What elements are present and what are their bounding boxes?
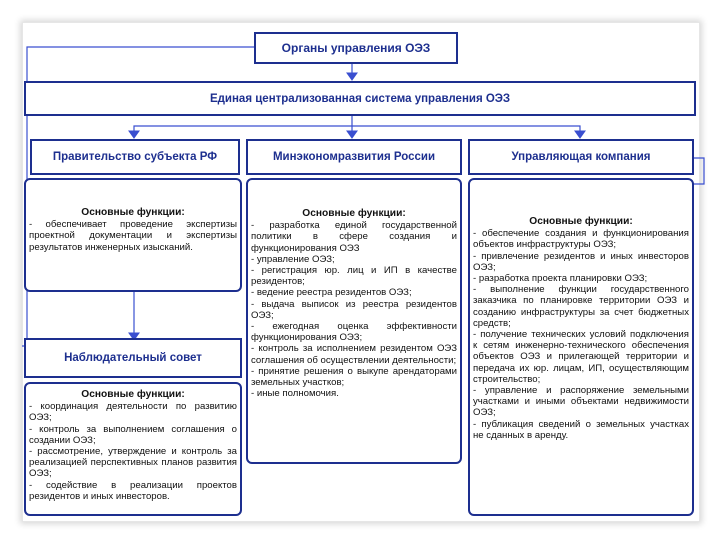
list-item: - управление и распоряжение земельными у… — [473, 385, 689, 419]
central-system-bar: Единая централизованная система управлен… — [24, 81, 696, 116]
council-functions-heading: Основные функции: — [81, 389, 185, 400]
company-functions-box: Основные функции: - обеспечение создания… — [468, 178, 694, 516]
list-item: - координация деятельности по развитию О… — [29, 401, 237, 424]
list-item: - принятие решения о выкупе арендаторами… — [251, 365, 457, 389]
arrow-to-government — [128, 130, 140, 139]
list-item: - обеспечивает проведение экспертизы про… — [29, 219, 237, 253]
list-item: - ведение реестра резидентов ОЭЗ; — [251, 287, 412, 299]
list-item: - регистрация юр. лиц и ИП в качестве ре… — [251, 265, 457, 288]
government-functions-box: Основные функции: - обеспечивает проведе… — [24, 178, 242, 292]
oez-governance-title: Органы управления ОЭЗ — [254, 32, 458, 64]
company-header: Управляющая компания — [468, 139, 694, 175]
ministry-functions-heading: Основные функции: — [302, 208, 406, 219]
list-item: - разработка проекта планировки ОЭЗ; — [473, 273, 648, 285]
council-header: Наблюдательный совет — [24, 338, 242, 378]
list-item: - разработка единой государственной поли… — [251, 220, 457, 254]
arrow-to-council — [128, 332, 140, 341]
ministry-functions-box: Основные функции: - разработка единой го… — [246, 178, 462, 464]
list-item: - контроль за исполнением резидентом ОЭЗ… — [251, 343, 457, 366]
list-item: - контроль за выполнением соглашения о с… — [29, 423, 237, 446]
ministry-header: Минэкономразвития России — [246, 139, 462, 175]
list-item: - привлечение резидентов и иных инвестор… — [473, 250, 689, 273]
list-item: - получение технических условий подключе… — [473, 329, 689, 385]
connector-company-right — [694, 157, 705, 185]
list-item: - публикация сведений о земельных участк… — [473, 418, 689, 441]
list-item: - рассмотрение, утверждение и контроль з… — [29, 446, 237, 480]
connector-central-to-branches — [133, 116, 353, 134]
list-item: - выдача выписок из реестра резидентов О… — [251, 298, 457, 321]
list-item: - содействие в реализации проектов резид… — [29, 479, 237, 502]
arrow-top-to-central — [346, 72, 358, 81]
list-item: - ежегодная оценка эффективности функцио… — [251, 321, 457, 344]
connector-central-to-company — [352, 125, 581, 134]
government-header: Правительство субъекта РФ — [30, 139, 240, 175]
government-functions-heading: Основные функции: — [81, 207, 185, 218]
arrow-to-company — [574, 130, 586, 139]
arrow-to-ministry — [346, 130, 358, 139]
list-item: - иные полномочия. — [251, 388, 339, 400]
list-item: - управление ОЭЗ; — [251, 253, 335, 265]
list-item: - выполнение функции государственного за… — [473, 284, 689, 329]
council-functions-box: Основные функции: - координация деятельн… — [24, 382, 242, 516]
list-item: - обеспечение создания и функционировани… — [473, 228, 689, 251]
company-functions-heading: Основные функции: — [529, 216, 633, 227]
